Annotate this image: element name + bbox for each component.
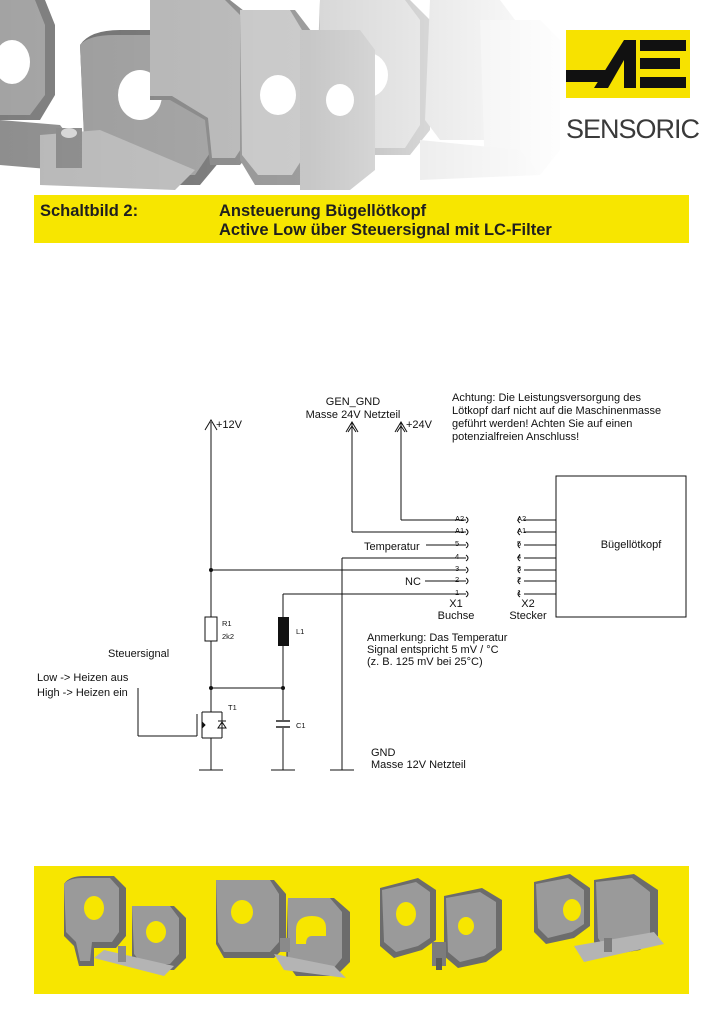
solder-head-label: Bügellötkopf (601, 539, 662, 551)
c1-label: C1 (296, 721, 306, 730)
r1-label: R1 (222, 619, 232, 628)
warning-line-4: potenzialfreien Anschluss! (452, 431, 579, 443)
x1-pin-label: A2 (455, 514, 464, 523)
note-line-3: (z. B. 125 mV bei 25°C) (367, 656, 483, 668)
x2-pin-label: 2 (517, 575, 521, 584)
high-state-label: High -> Heizen ein (37, 687, 128, 699)
x2-label: X2 (521, 598, 534, 610)
diagram-label: Schaltbild 2: (40, 202, 139, 220)
x1-label: X1 (449, 598, 462, 610)
warning-line-1: Achtung: Die Leistungsversorgung des (452, 392, 641, 404)
x2-pin-label: 3 (517, 564, 521, 573)
control-signal-label: Steuersignal (108, 648, 169, 660)
connector-contacts (465, 516, 521, 598)
warning-line-3: geführt werden! Achten Sie auf einen (452, 418, 632, 430)
gen-gnd-label: GEN_GND (326, 396, 380, 408)
resistor-r1 (204, 616, 218, 642)
product-gallery (64, 874, 664, 978)
x2-pin-label: A2 (517, 514, 526, 523)
x2-pin-label: 4 (517, 552, 521, 561)
x1-description: Buchse (438, 610, 475, 622)
supply-12v-label: +12V (216, 419, 243, 431)
x1-pin-label: 4 (455, 552, 459, 561)
note-line-2: Signal entspricht 5 mV / °C (367, 644, 499, 656)
brand-name: SENSORIC (566, 114, 700, 144)
x1-pin-label: 3 (455, 564, 459, 573)
l1-label: L1 (296, 627, 304, 636)
product-image-1 (64, 876, 186, 976)
product-image-3 (380, 878, 502, 970)
junction-dots (209, 568, 285, 690)
x2-pin-label: 5 (517, 539, 521, 548)
r1-value: 2k2 (222, 632, 234, 641)
product-image-4 (534, 874, 664, 962)
x2-pin-label: A1 (517, 526, 526, 535)
product-image-2 (216, 880, 350, 978)
nc-label: NC (405, 576, 421, 588)
temperature-label: Temperatur (364, 541, 420, 553)
product-gallery-band (34, 866, 689, 994)
mosfet-t1 (201, 720, 227, 730)
warning-line-2: Lötkopf darf nicht auf die Maschinenmass… (452, 405, 661, 417)
wires (137, 419, 556, 771)
logo-mark (566, 30, 690, 98)
gnd-description: Masse 12V Netzteil (371, 759, 466, 771)
brand-logo: SENSORIC (566, 30, 700, 145)
x2-pin-labels: A2 A1 5 4 3 2 1 (517, 514, 526, 597)
low-state-label: Low -> Heizen aus (37, 672, 129, 684)
title-band: Schaltbild 2: Ansteuerung Bügellötkopf A… (34, 195, 689, 243)
title-line-1: Ansteuerung Bügellötkopf (219, 202, 427, 220)
hero-product-illustration (0, 0, 560, 195)
t1-label: T1 (228, 703, 237, 712)
x1-pin-label: 2 (455, 575, 459, 584)
x1-pin-label: A1 (455, 526, 464, 535)
circuit-schematic: +12V +24V GEN_GND Masse 24V Netzteil Ach… (37, 392, 687, 771)
inductor-l1 (278, 617, 289, 646)
x1-pin-label: 1 (455, 588, 459, 597)
x2-description: Stecker (509, 610, 547, 622)
capacitor-c1 (276, 720, 290, 728)
x1-pin-label: 5 (455, 539, 459, 548)
x2-pin-label: 1 (517, 588, 521, 597)
note-line-1: Anmerkung: Das Temperatur (367, 632, 508, 644)
gnd-label: GND (371, 747, 396, 759)
solder-head-box (555, 475, 687, 618)
ae-logo-icon (566, 40, 686, 88)
x1-pin-labels: A2 A1 5 4 3 2 1 (455, 514, 464, 597)
supply-24v-label: +24V (406, 419, 433, 431)
title-line-2: Active Low über Steuersignal mit LC-Filt… (219, 221, 552, 239)
gen-gnd-description: Masse 24V Netzteil (306, 409, 401, 421)
